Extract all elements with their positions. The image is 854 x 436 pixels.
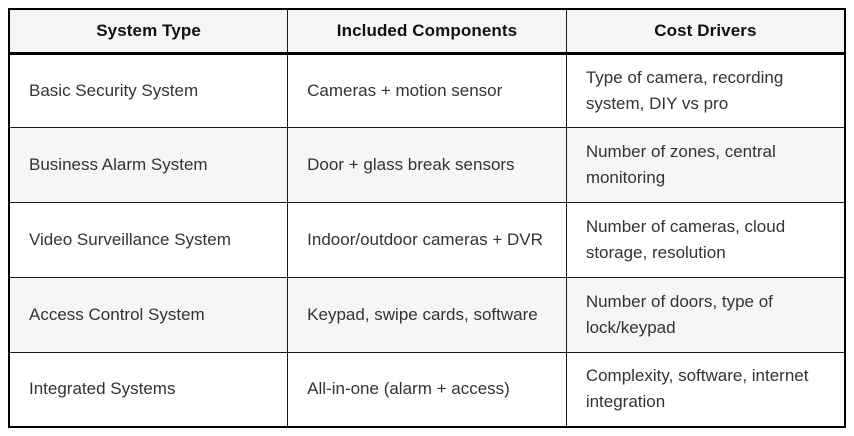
cell-system-type: Access Control System — [8, 276, 289, 353]
column-header-included-components: Included Components — [287, 8, 567, 55]
security-systems-cost-table: System Type Included Components Cost Dri… — [8, 8, 846, 428]
cell-cost-drivers: Type of camera, recording system, DIY vs… — [565, 52, 846, 129]
table-row: Integrated Systems All-in-one (alarm + a… — [8, 351, 846, 428]
cell-system-type: Video Surveillance System — [8, 202, 289, 278]
cell-cost-drivers: Number of cameras, cloud storage, resolu… — [565, 202, 846, 278]
header-row: System Type Included Components Cost Dri… — [8, 8, 846, 55]
table-header: System Type Included Components Cost Dri… — [8, 8, 846, 55]
column-header-cost-drivers: Cost Drivers — [565, 8, 846, 55]
cell-system-type: Basic Security System — [8, 52, 289, 129]
cell-cost-drivers: Number of zones, central monitoring — [565, 127, 846, 204]
cell-cost-drivers: Complexity, software, internet integrati… — [565, 351, 846, 428]
table-row: Access Control System Keypad, swipe card… — [8, 276, 846, 353]
table-body: Basic Security System Cameras + motion s… — [8, 52, 846, 428]
cell-cost-drivers: Number of doors, type of lock/keypad — [565, 276, 846, 353]
cell-included-components: Door + glass break sensors — [287, 127, 567, 204]
cell-included-components: Cameras + motion sensor — [287, 52, 567, 129]
cell-included-components: Indoor/outdoor cameras + DVR — [287, 202, 567, 278]
table-row: Business Alarm System Door + glass break… — [8, 127, 846, 204]
cell-included-components: Keypad, swipe cards, software — [287, 276, 567, 353]
column-header-system-type: System Type — [8, 8, 289, 55]
table-row: Video Surveillance System Indoor/outdoor… — [8, 202, 846, 278]
cell-system-type: Integrated Systems — [8, 351, 289, 428]
table-row: Basic Security System Cameras + motion s… — [8, 52, 846, 129]
cell-system-type: Business Alarm System — [8, 127, 289, 204]
cell-included-components: All-in-one (alarm + access) — [287, 351, 567, 428]
